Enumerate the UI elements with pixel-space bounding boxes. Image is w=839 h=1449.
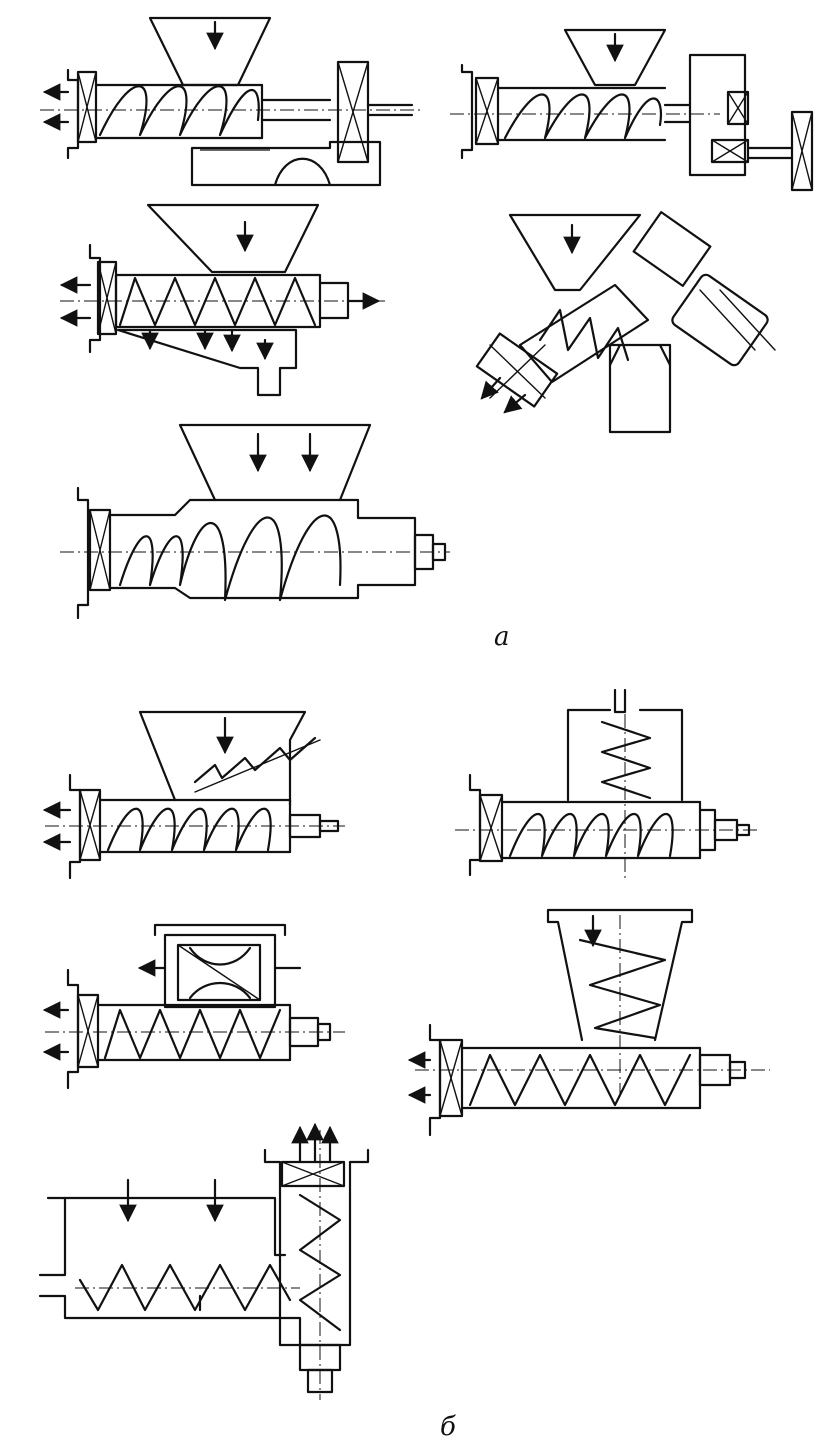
caption-group-b: б: [440, 1412, 456, 1442]
scheme-a2-extruder: [450, 28, 814, 192]
scheme-b3-extruder: [42, 923, 345, 1090]
scheme-a3-extruder: [59, 203, 385, 397]
scheme-b5-extruder: [38, 1122, 370, 1400]
scheme-a5-extruder: [60, 423, 450, 620]
scheme-a4-inclined-extruder: [475, 211, 776, 434]
scheme-b2-extruder: [455, 688, 760, 880]
scheme-a1-extruder: [40, 16, 420, 187]
scheme-b1-extruder: [42, 710, 345, 880]
scheme-b4-extruder: [407, 908, 770, 1137]
caption-group-a: а: [494, 622, 510, 652]
